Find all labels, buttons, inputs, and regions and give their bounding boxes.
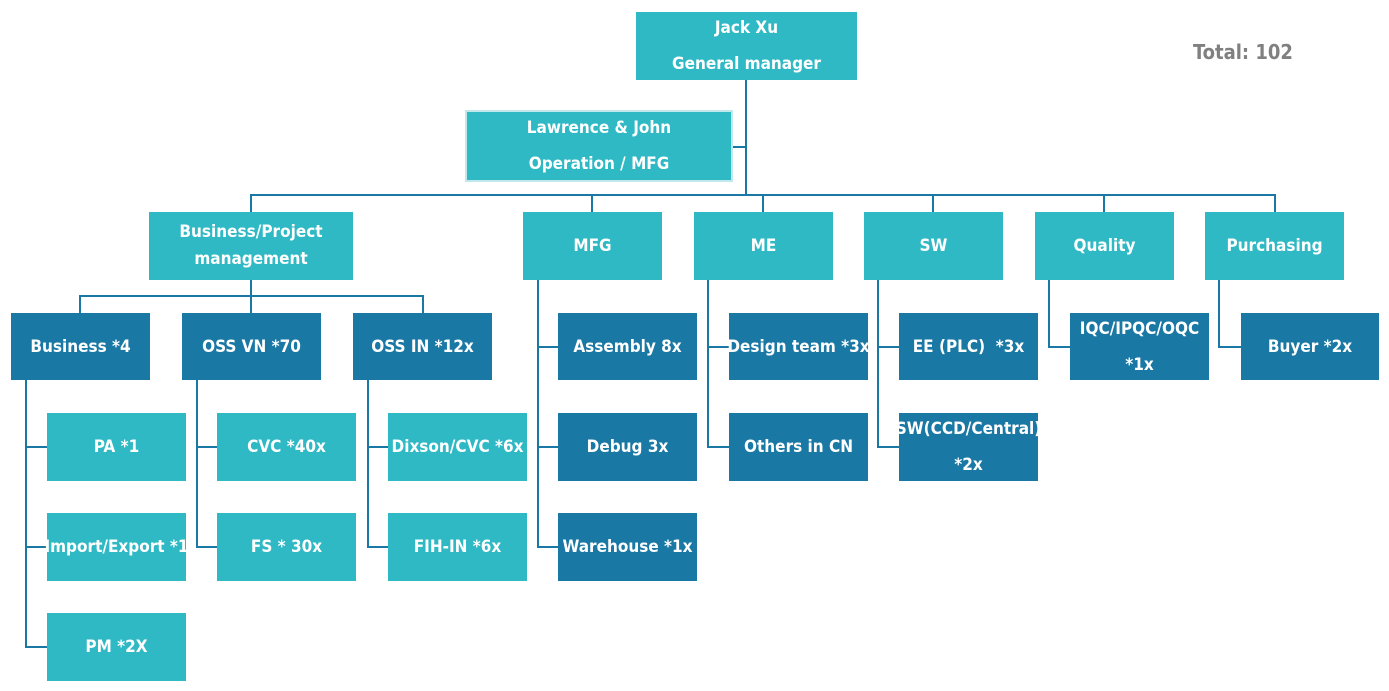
connector — [762, 194, 764, 212]
connector — [367, 546, 388, 548]
connector — [250, 280, 252, 296]
connector — [79, 295, 81, 313]
fs-label: FS * 30x — [250, 537, 323, 557]
connector — [1048, 280, 1050, 348]
business-project-node: Business/Project management — [149, 212, 353, 280]
connector — [877, 346, 899, 348]
import-export-node: Import/Export *1 — [44, 513, 189, 581]
operation-name: Lawrence & John — [526, 118, 672, 138]
connector — [250, 194, 252, 212]
connector — [591, 194, 593, 212]
mfg-node: MFG — [523, 212, 662, 280]
connector — [25, 646, 47, 648]
business-team-node: Business *4 — [11, 313, 150, 380]
quality-node: Quality — [1035, 212, 1174, 280]
iqc-label-2: *1x — [1125, 354, 1154, 375]
import-export-label: Import/Export *1 — [44, 537, 189, 557]
oss-vn-label: OSS VN *70 — [202, 336, 301, 357]
oss-in-node: OSS IN *12x — [353, 313, 492, 380]
connector — [932, 194, 934, 212]
connector — [1218, 346, 1241, 348]
connector — [367, 446, 388, 448]
connector — [196, 380, 198, 548]
design-team-label: Design team *3x — [727, 336, 870, 357]
connector — [877, 280, 879, 448]
purchasing-node: Purchasing — [1205, 212, 1344, 280]
mfg-label: MFG — [573, 236, 612, 256]
connector — [25, 546, 47, 548]
connector — [537, 546, 558, 548]
connector — [707, 280, 709, 448]
sw-ccd-label-1: SW(CCD/Central) — [895, 419, 1042, 439]
sw-ccd-label-2: *2x — [954, 455, 983, 475]
fih-in-node: FIH-IN *6x — [388, 513, 527, 581]
connector — [707, 346, 729, 348]
debug-label: Debug 3x — [586, 437, 669, 457]
total-count: Total: 102 — [1193, 40, 1293, 64]
connector — [422, 295, 424, 313]
business-project-label-1: Business/Project — [179, 222, 323, 242]
connector — [707, 446, 729, 448]
iqc-label-1: IQC/IPQC/OQC — [1079, 318, 1200, 339]
purchasing-label: Purchasing — [1226, 236, 1323, 256]
others-in-cn-node: Others in CN — [729, 413, 868, 481]
fih-in-label: FIH-IN *6x — [413, 537, 502, 557]
ee-plc-node: EE (PLC) *3x — [899, 313, 1038, 380]
pm-node: PM *2X — [47, 613, 186, 681]
buyer-label: Buyer *2x — [1267, 336, 1353, 357]
connector — [537, 280, 539, 548]
iqc-ipqc-oqc-node: IQC/IPQC/OQC *1x — [1070, 313, 1209, 380]
fs-node: FS * 30x — [217, 513, 356, 581]
connector — [537, 446, 558, 448]
me-node: ME — [694, 212, 833, 280]
oss-in-label: OSS IN *12x — [371, 336, 474, 357]
connector — [25, 446, 47, 448]
quality-label: Quality — [1073, 236, 1136, 256]
connector — [1218, 280, 1220, 348]
connector — [367, 380, 369, 548]
connector — [1274, 194, 1276, 212]
connector — [250, 295, 252, 313]
design-team-node: Design team *3x — [727, 313, 870, 380]
assembly-node: Assembly 8x — [558, 313, 697, 380]
business-team-label: Business *4 — [30, 336, 131, 357]
sw-label: SW — [919, 236, 948, 256]
connector — [196, 446, 217, 448]
pa-label: PA *1 — [93, 437, 140, 457]
connector — [877, 446, 899, 448]
cvc-node: CVC *40x — [217, 413, 356, 481]
connector — [25, 380, 27, 648]
debug-node: Debug 3x — [558, 413, 697, 481]
gm-name: Jack Xu — [714, 18, 779, 38]
operation-node: Lawrence & John Operation / MFG — [465, 110, 733, 182]
general-manager-node: Jack Xu General manager — [636, 12, 857, 80]
sw-ccd-node: SW(CCD/Central) *2x — [896, 413, 1041, 481]
operation-role: Operation / MFG — [528, 154, 670, 174]
connector — [1048, 346, 1070, 348]
oss-vn-node: OSS VN *70 — [182, 313, 321, 380]
connector — [196, 546, 217, 548]
connector — [731, 146, 747, 148]
me-label: ME — [750, 236, 777, 256]
cvc-label: CVC *40x — [247, 437, 326, 457]
others-in-cn-label: Others in CN — [743, 437, 854, 457]
warehouse-label: Warehouse *1x — [562, 537, 693, 557]
sw-node: SW — [864, 212, 1003, 280]
ee-plc-label: EE (PLC) *3x — [912, 336, 1025, 357]
connector — [745, 80, 747, 195]
gm-role: General manager — [672, 54, 821, 74]
dixson-cvc-label: Dixson/CVC *6x — [391, 437, 524, 457]
pm-label: PM *2X — [85, 637, 148, 657]
warehouse-node: Warehouse *1x — [558, 513, 697, 581]
connector — [537, 346, 558, 348]
buyer-node: Buyer *2x — [1241, 313, 1379, 380]
pa-node: PA *1 — [47, 413, 186, 481]
connector — [1103, 194, 1105, 212]
assembly-label: Assembly 8x — [573, 336, 682, 357]
business-project-label-2: management — [194, 249, 308, 269]
dixson-cvc-node: Dixson/CVC *6x — [388, 413, 527, 481]
